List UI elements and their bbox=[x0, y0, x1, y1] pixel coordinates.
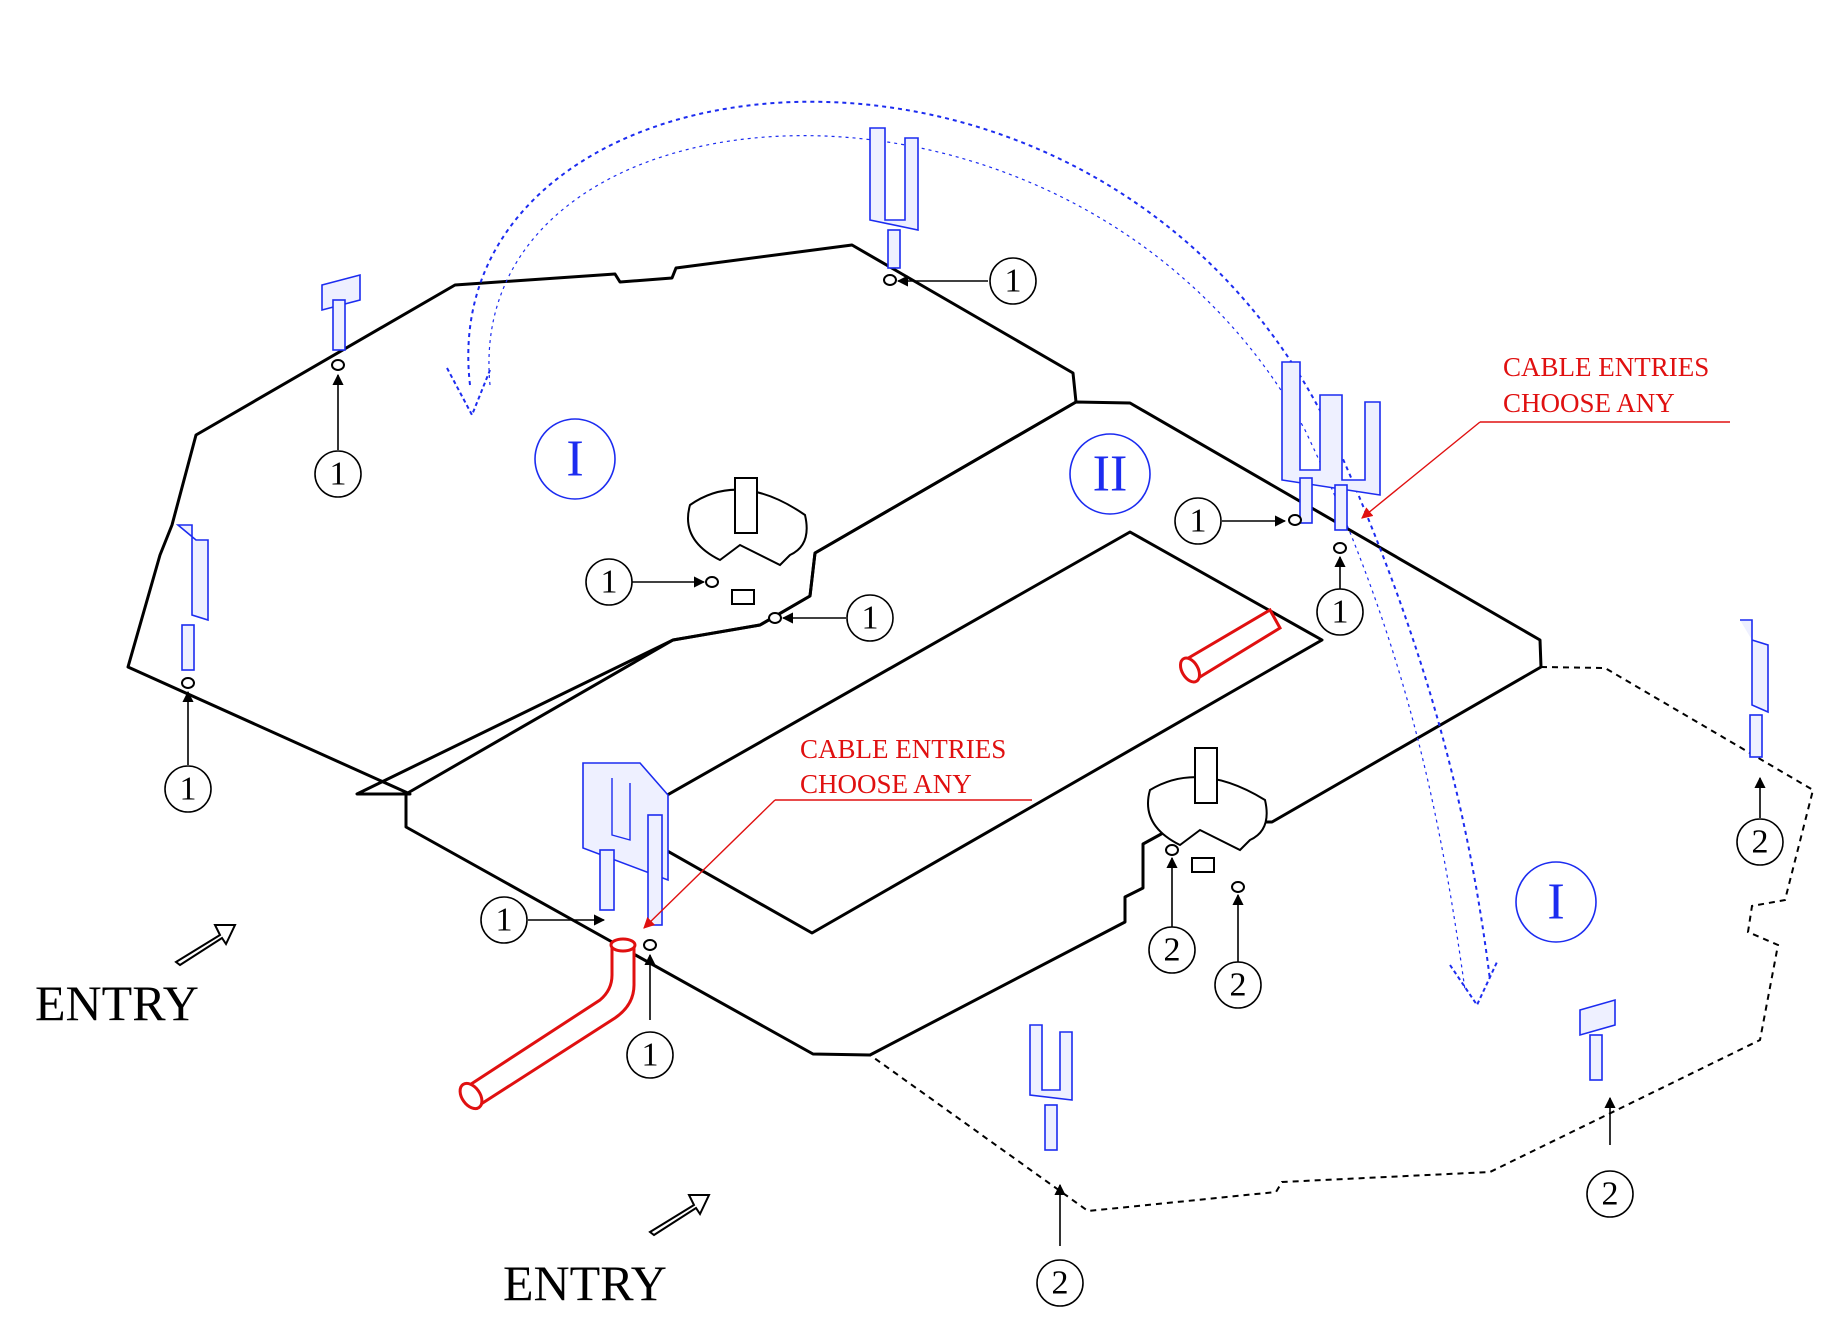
turntable-part-upper bbox=[687, 477, 808, 605]
bracket-top-center bbox=[869, 127, 919, 269]
zone-label-right: I bbox=[1515, 861, 1597, 943]
bracket-top-left-small bbox=[321, 273, 361, 351]
bracket-right-top bbox=[1281, 361, 1381, 531]
fixing-hole bbox=[705, 576, 719, 588]
plate-section-one-left bbox=[126, 243, 1078, 796]
fixing-hole bbox=[331, 359, 345, 371]
entry-arrow-left bbox=[174, 924, 237, 967]
zone-label-left: I bbox=[534, 418, 616, 500]
svg-text:I: I bbox=[566, 431, 583, 488]
fixing-hole bbox=[643, 939, 657, 951]
fixing-hole bbox=[1333, 542, 1347, 554]
fixing-hole bbox=[1288, 514, 1302, 526]
svg-text:1: 1 bbox=[330, 456, 347, 493]
svg-text:II: II bbox=[1093, 446, 1128, 503]
cable-note-bottom: CABLE ENTRIES CHOOSE ANY bbox=[800, 734, 1006, 799]
svg-text:1: 1 bbox=[1190, 503, 1207, 540]
cable-note-top: CABLE ENTRIES CHOOSE ANY bbox=[1503, 352, 1709, 418]
flip-arrow-head-bottom bbox=[1449, 961, 1498, 1008]
cable-top-right bbox=[1179, 607, 1283, 684]
bracket-bottom-right-small bbox=[1579, 998, 1616, 1081]
callout-1-top-center: 1 bbox=[989, 257, 1037, 305]
callout-1-bracket-right-below: 1 bbox=[1316, 588, 1364, 636]
svg-text:CHOOSE ANY: CHOOSE ANY bbox=[1503, 388, 1675, 418]
svg-text:CHOOSE ANY: CHOOSE ANY bbox=[800, 769, 972, 799]
fixing-hole bbox=[1165, 844, 1179, 856]
svg-text:1: 1 bbox=[1005, 263, 1022, 300]
fixing-hole bbox=[883, 274, 897, 286]
flip-arrow-inner bbox=[488, 135, 1466, 991]
fixing-hole bbox=[768, 612, 782, 624]
callout-1-bracket-right: 1 bbox=[1174, 497, 1222, 545]
entry-arrow-bottom bbox=[648, 1194, 711, 1237]
svg-text:CABLE ENTRIES: CABLE ENTRIES bbox=[1503, 352, 1709, 382]
callout-1-turntable-left: 1 bbox=[585, 558, 633, 606]
callout-1-turntable-right: 1 bbox=[846, 594, 894, 642]
svg-text:1: 1 bbox=[180, 771, 197, 808]
plate-section-two-center bbox=[404, 400, 1543, 1057]
turntable-part-lower bbox=[1147, 747, 1268, 873]
bracket-left bbox=[175, 524, 209, 671]
svg-text:2: 2 bbox=[1230, 967, 1247, 1004]
cable-bottom bbox=[458, 937, 637, 1111]
callout-1-top-left: 1 bbox=[314, 450, 362, 498]
svg-text:2: 2 bbox=[1052, 1265, 1069, 1302]
callout-2-bottom-center: 2 bbox=[1036, 1259, 1084, 1307]
svg-text:CABLE ENTRIES: CABLE ENTRIES bbox=[800, 734, 1006, 764]
callout-2-turntable-left: 2 bbox=[1148, 926, 1196, 974]
svg-text:I: I bbox=[1547, 874, 1564, 931]
fixing-hole bbox=[181, 677, 195, 689]
bracket-bottom-dashed bbox=[1029, 1024, 1073, 1151]
callout-2-far-right: 2 bbox=[1736, 818, 1784, 866]
svg-text:1: 1 bbox=[601, 564, 618, 601]
bracket-bottom-center bbox=[582, 762, 669, 926]
bracket-far-right bbox=[1740, 619, 1769, 758]
callout-1-bottom: 1 bbox=[626, 1031, 674, 1079]
callout-1-left: 1 bbox=[164, 765, 212, 813]
svg-text:1: 1 bbox=[496, 902, 513, 939]
svg-text:1: 1 bbox=[1332, 594, 1349, 631]
entry-label-bottom: ENTRY bbox=[503, 1255, 667, 1311]
svg-text:1: 1 bbox=[642, 1037, 659, 1074]
svg-text:2: 2 bbox=[1752, 824, 1769, 861]
note-leader-top-arrow bbox=[1361, 421, 1481, 519]
fixing-hole bbox=[1231, 881, 1245, 893]
svg-text:1: 1 bbox=[862, 600, 879, 637]
note-leader-bottom-arrow bbox=[643, 799, 776, 929]
plate-center-cutout bbox=[616, 530, 1324, 935]
svg-text:2: 2 bbox=[1164, 932, 1181, 969]
leader-lines bbox=[182, 275, 1766, 1246]
entry-label-left: ENTRY bbox=[35, 975, 199, 1031]
svg-text:2: 2 bbox=[1602, 1176, 1619, 1213]
plate-section-one-right-dashed bbox=[869, 666, 1815, 1213]
flip-arrow-head-top bbox=[446, 367, 491, 418]
callout-2-turntable-right: 2 bbox=[1214, 961, 1262, 1009]
flip-arrow-outer bbox=[467, 100, 1491, 981]
zone-label-center: II bbox=[1069, 433, 1151, 515]
callout-2-bottom-right: 2 bbox=[1586, 1170, 1634, 1218]
callout-1-cable-entry: 1 bbox=[480, 896, 528, 944]
